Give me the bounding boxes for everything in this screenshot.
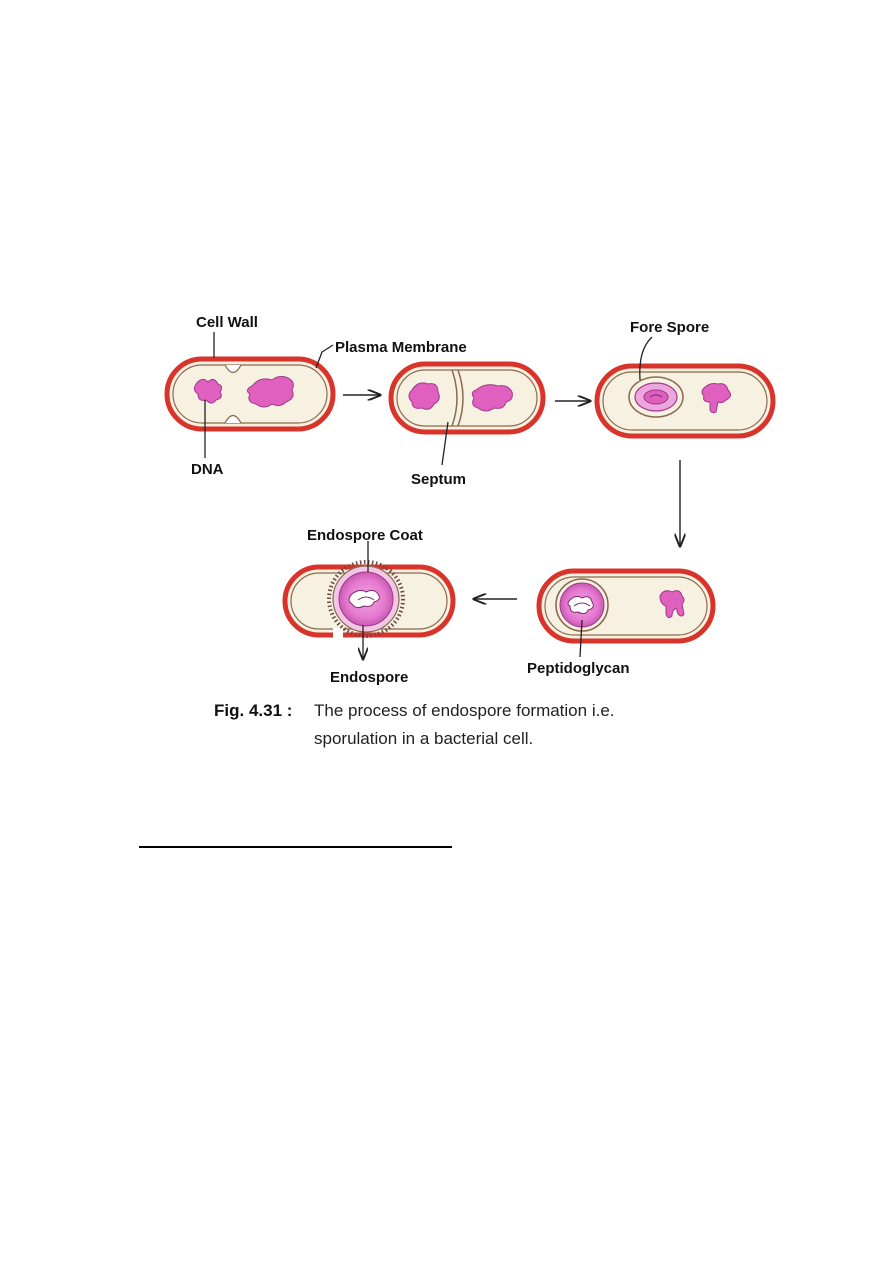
caption-line-1: The process of endospore formation i.e.	[314, 701, 615, 720]
label-cell-wall: Cell Wall	[196, 314, 258, 331]
cell-stage-5	[282, 560, 456, 638]
dna-blob	[348, 589, 380, 609]
cell-stage-1	[164, 356, 336, 432]
leader-septum	[441, 421, 449, 466]
caption-line-2: sporulation in a bacterial cell.	[314, 729, 533, 748]
label-plasma-membrane: Plasma Membrane	[335, 339, 467, 356]
dna-blob	[471, 384, 513, 412]
dna-blob	[567, 595, 594, 615]
leader-fore-spore	[639, 336, 653, 381]
label-peptidoglycan: Peptidoglycan	[527, 660, 630, 677]
dna-blob	[701, 383, 732, 414]
figure-number: Fig. 4.31 :	[214, 701, 292, 720]
cell-stage-2	[388, 361, 546, 435]
cell-stage-3	[594, 363, 776, 439]
label-endospore-coat: Endospore Coat	[307, 527, 423, 544]
dna-blob	[408, 382, 440, 410]
label-fore-spore: Fore Spore	[630, 319, 709, 336]
label-dna: DNA	[191, 461, 224, 478]
dna-blob	[659, 590, 685, 619]
cell-stage-4	[536, 568, 716, 644]
label-endospore: Endospore	[330, 669, 408, 686]
dna-blob	[246, 375, 294, 408]
leader-plasma-membrane	[315, 344, 334, 369]
endospore-coat-shape	[327, 560, 405, 638]
dna-blob	[193, 378, 223, 404]
label-septum: Septum	[411, 471, 466, 488]
leader-peptidoglycan	[579, 619, 583, 658]
